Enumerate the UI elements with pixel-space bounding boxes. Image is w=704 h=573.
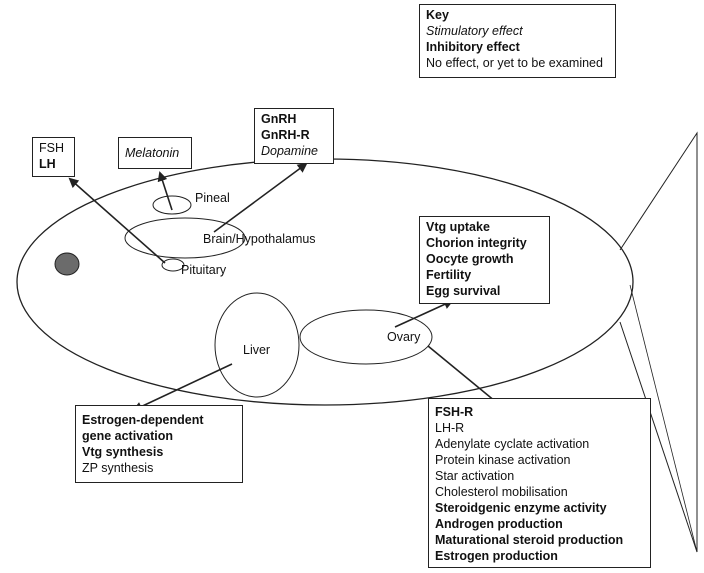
ovary-bottom-box-item: LH-R [435,421,465,435]
ovary-top-box-item: Fertility [426,268,472,282]
ovary-bottom-box-item: Steroidgenic enzyme activity [435,501,607,515]
liver-box-item: gene activation [82,429,173,443]
brain-label: Brain/Hypothalamus [203,232,316,246]
arrow-ovary-to-vtg-uptake [394,299,454,328]
tail-inner-line [629,284,698,553]
ovary-bottom-box-item: Protein kinase activation [435,453,571,467]
liver-box-item: ZP synthesis [82,461,154,475]
brain-box-item: GnRH-R [261,128,310,142]
ovary-bottom-box-item: Cholesterol mobilisation [435,485,568,499]
liver-organ [214,292,300,398]
brain-box-item: GnRH [261,112,297,126]
pineal-label: Pineal [195,191,230,205]
pituitary-organ [161,258,185,272]
pineal-box: Melatonin [118,137,192,169]
key-box: Key Stimulatory effect Inhibitory effect… [419,4,616,78]
fish-tail [619,131,698,553]
key-stimulatory: Stimulatory effect [426,24,523,38]
ovary-bottom-box-item: FSH-R [435,405,474,419]
key-title: Key [426,8,449,22]
brain-box: GnRH GnRH-R Dopamine [254,108,334,164]
key-no-effect: No effect, or yet to be examined [426,56,603,70]
ovary-bottom-box-item: Androgen production [435,517,563,531]
brain-box-item: Dopamine [261,144,318,158]
pituitary-box: FSH LH [32,137,75,177]
liver-box-item: Estrogen-dependent [82,413,204,427]
ovary-bottom-box-item: Adenylate cyclate activation [435,437,590,451]
ovary-bottom-box-item: Estrogen production [435,549,558,563]
ovary-bottom-box-item: Star activation [435,469,515,483]
ovary-organ [299,309,433,365]
pineal-organ [152,195,192,215]
pituitary-box-item: LH [39,157,56,171]
ovary-top-box-item: Chorion integrity [426,236,527,250]
ovary-top-box-item: Vtg uptake [426,220,490,234]
liver-box-item: Vtg synthesis [82,445,164,459]
pituitary-label: Pituitary [181,263,227,277]
arrow-pineal-to-melatonin [157,171,173,211]
arrow-pituitary-to-fsh-lh [68,177,166,264]
arrow-brain-to-gnrh [213,162,308,233]
ovary-top-box-item: Oocyte growth [426,252,514,266]
pineal-box-item: Melatonin [125,146,180,160]
ovary-label: Ovary [387,330,421,344]
liver-label: Liver [243,343,271,357]
ovary-bottom-box-item: Maturational steroid production [435,533,624,547]
ovary-top-box-item: Egg survival [426,284,501,298]
pituitary-box-item: FSH [39,141,64,155]
fish-eye [54,252,80,276]
arrow-liver-to-estrogen-dependent [132,363,233,412]
key-inhibitory: Inhibitory effect [426,40,520,54]
brain-organ [124,217,246,259]
